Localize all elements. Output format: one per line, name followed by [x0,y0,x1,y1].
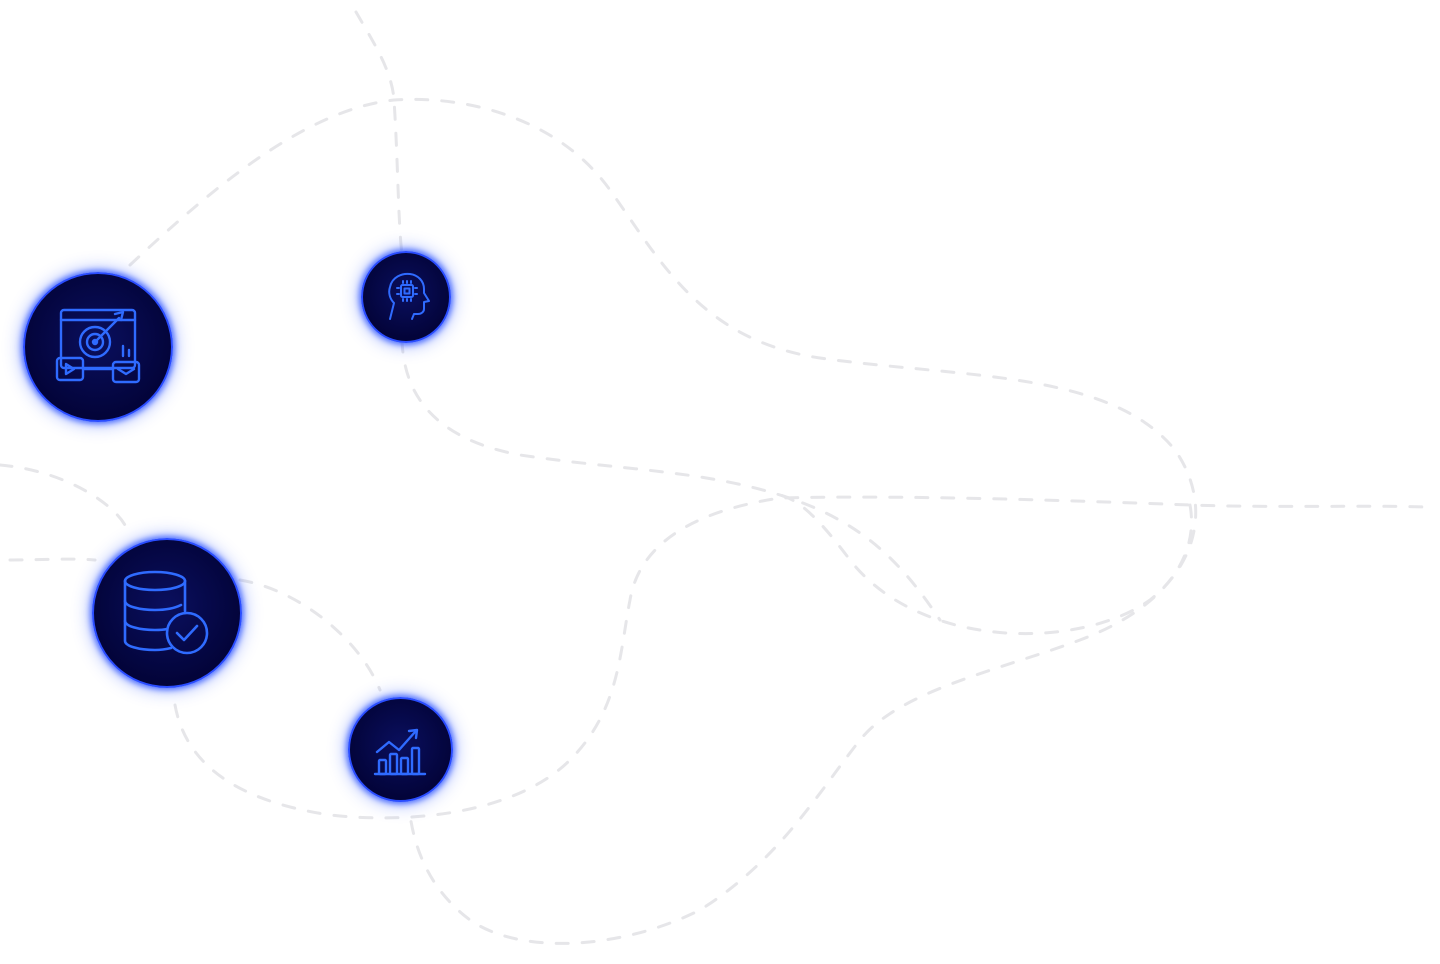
ai-head-chip-icon [388,272,430,320]
marketing-target-node[interactable] [23,272,173,422]
growth-chart-icon [373,728,426,775]
connection-path [400,338,942,622]
database-check-node[interactable] [92,538,242,688]
connection-path [128,97,1198,636]
connection-path [8,557,97,562]
connection-path [238,578,382,692]
ai-head-node[interactable] [361,251,451,343]
connection-path [0,463,127,527]
connection-path [354,10,404,257]
marketing-target-icon [55,308,141,384]
database-check-icon [123,570,209,655]
connection-path [408,503,1193,945]
connection-path [173,495,1427,820]
growth-chart-node[interactable] [348,697,453,802]
